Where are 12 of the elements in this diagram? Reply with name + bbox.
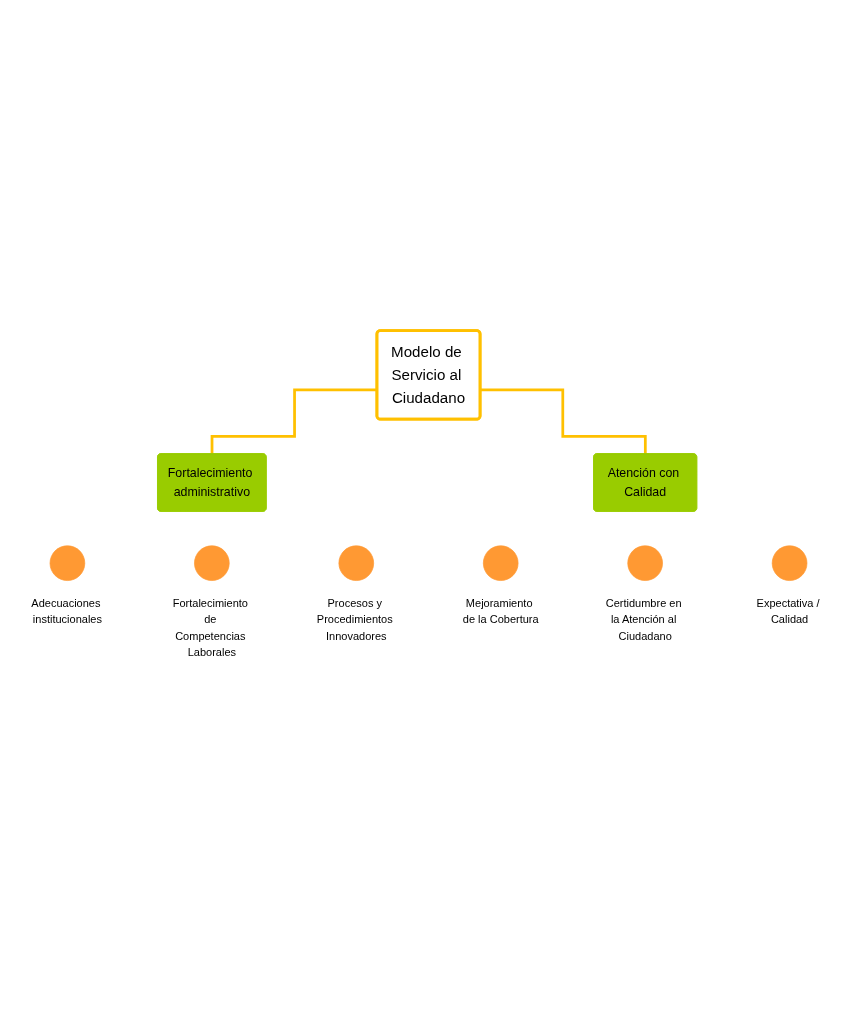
node-circle (483, 545, 519, 581)
node-label: Mejoramiento de la Cobertura (462, 597, 539, 626)
node-label: Fortalecimiento de Competencias Laborales (172, 597, 248, 659)
node-label: Certidumbre en la Atención al Ciudadano (605, 597, 682, 642)
node-label: Procesos y Procedimientos Innovadores (316, 597, 393, 642)
node-circle (194, 545, 230, 581)
node-label: Expectativa / Calidad (756, 597, 820, 626)
node-circle (338, 545, 374, 581)
node-label: Adecuaciones institucionales (31, 597, 102, 626)
node-circle (627, 545, 663, 581)
node-circle (771, 545, 808, 581)
node-circle (49, 545, 86, 581)
